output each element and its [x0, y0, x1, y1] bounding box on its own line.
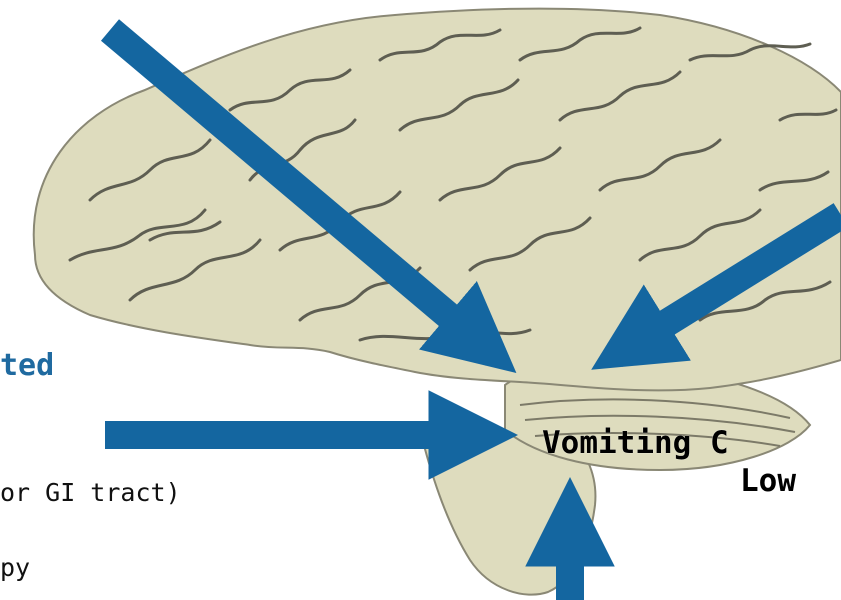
- left-heading-fragment: ted: [0, 348, 54, 383]
- left-text-line-2: py: [0, 553, 30, 582]
- vomiting-center-label-line2: Low: [740, 463, 796, 499]
- left-text-line-1: or GI tract): [0, 478, 181, 507]
- vomiting-center-label-line1: Vomiting C: [542, 425, 729, 461]
